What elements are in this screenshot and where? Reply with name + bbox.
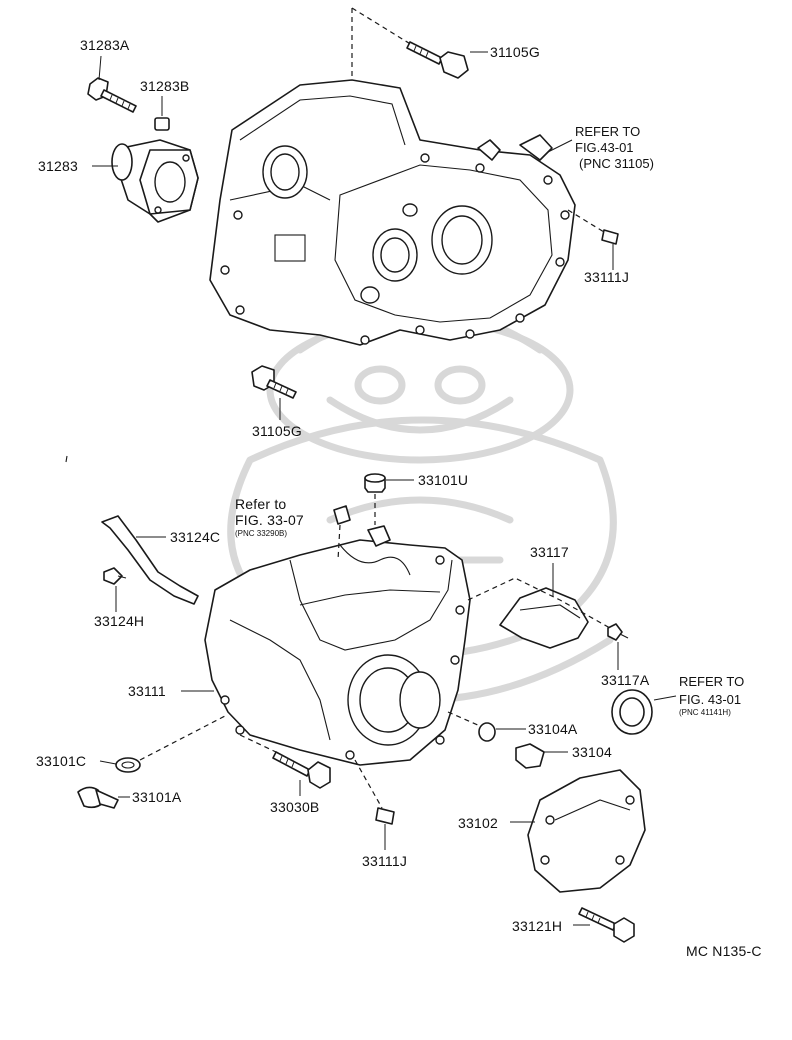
ref-fig-33-07: Refer to FIG. 33-07 (PNC 33290B) bbox=[235, 496, 304, 538]
label-31283B: 31283B bbox=[140, 78, 189, 94]
ref-fig-43-01-bottom: REFER TO FIG. 43-01 (PNC 41141H) bbox=[679, 674, 744, 717]
bolt-31105G-top bbox=[406, 41, 469, 79]
label-33101A: 33101A bbox=[132, 789, 182, 805]
label-33117: 33117 bbox=[530, 544, 569, 560]
label-33104: 33104 bbox=[572, 744, 612, 760]
dowel-33111J-bot bbox=[375, 807, 395, 825]
figure-code: MC N135-C bbox=[686, 943, 762, 959]
label-33121H: 33121H bbox=[512, 918, 562, 934]
breather-plug bbox=[333, 505, 351, 525]
plug-33101U bbox=[364, 473, 386, 493]
bolt-31105G-mid bbox=[251, 365, 297, 399]
label-33111J-bottom: 33111J bbox=[362, 853, 407, 869]
label-31105G-mid: 31105G bbox=[252, 423, 302, 439]
clutch-housing bbox=[209, 79, 576, 346]
bearing-hub-31283 bbox=[111, 139, 199, 223]
svg-text:FIG. 33-07: FIG. 33-07 bbox=[235, 512, 304, 528]
label-33111: 33111 bbox=[128, 683, 166, 699]
oil-seal bbox=[611, 689, 653, 735]
label-31283: 31283 bbox=[38, 158, 78, 174]
svg-text:(PNC 33290B): (PNC 33290B) bbox=[235, 529, 287, 538]
label-33030B: 33030B bbox=[270, 799, 319, 815]
label-31283A: 31283A bbox=[80, 37, 130, 53]
svg-text:(PNC 31105): (PNC 31105) bbox=[579, 156, 654, 171]
washer-33101C bbox=[115, 757, 141, 773]
dowel-33111J-top bbox=[601, 229, 619, 245]
pin-31283B bbox=[154, 117, 170, 131]
bolt-33121H bbox=[578, 907, 635, 943]
label-33124C: 33124C bbox=[170, 529, 220, 545]
svg-text:Refer to: Refer to bbox=[235, 496, 286, 512]
plug-33104 bbox=[515, 743, 545, 769]
label-33101U: 33101U bbox=[418, 472, 468, 488]
bolt-33124H bbox=[103, 567, 127, 585]
svg-text:FIG. 43-01: FIG. 43-01 bbox=[679, 692, 741, 707]
label-33124H: 33124H bbox=[94, 613, 144, 629]
label-33104A: 33104A bbox=[528, 721, 578, 737]
o-ring-33104A bbox=[478, 722, 496, 742]
bolt-33030B bbox=[272, 751, 331, 789]
plug-33101A bbox=[77, 786, 119, 809]
svg-text:FIG.43-01: FIG.43-01 bbox=[575, 140, 634, 155]
bolt-33117A bbox=[607, 623, 629, 641]
label-31105G-top: 31105G bbox=[490, 44, 540, 60]
svg-text:(PNC 41141H): (PNC 41141H) bbox=[679, 708, 731, 717]
cover-33102 bbox=[527, 769, 646, 893]
transmission-case-33111 bbox=[204, 525, 471, 766]
bolt-31283A bbox=[87, 77, 137, 113]
svg-text:REFER TO: REFER TO bbox=[679, 674, 744, 689]
label-33102: 33102 bbox=[458, 815, 498, 831]
lever-33124C bbox=[101, 515, 199, 605]
ref-fig-43-01-top: REFER TO FIG.43-01 (PNC 31105) bbox=[575, 124, 654, 171]
label-33117A: 33117A bbox=[601, 672, 650, 688]
label-33101C: 33101C bbox=[36, 753, 86, 769]
label-33111J-top: 33111J bbox=[584, 269, 629, 285]
svg-text:REFER TO: REFER TO bbox=[575, 124, 640, 139]
